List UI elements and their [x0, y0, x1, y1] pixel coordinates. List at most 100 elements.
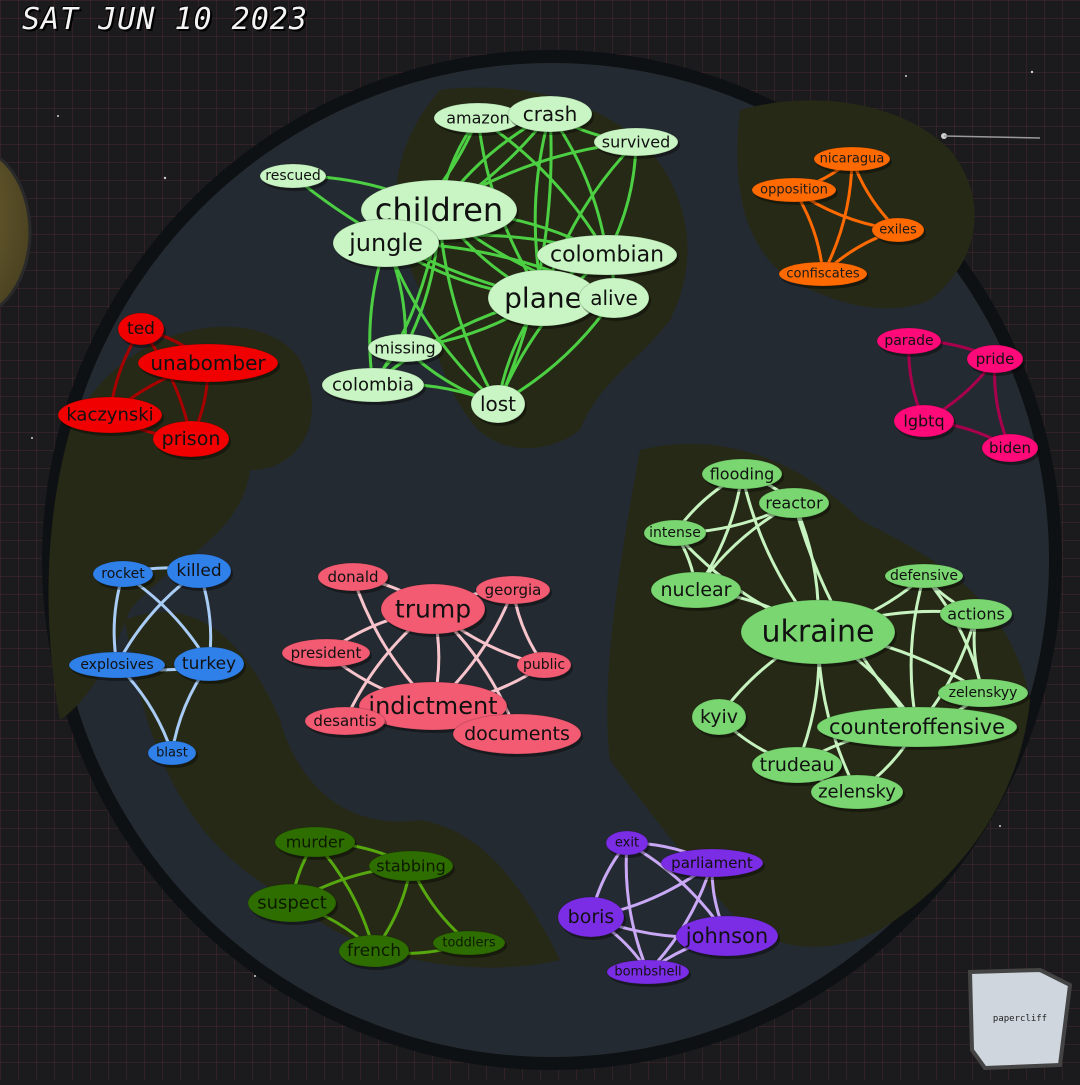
node-actions[interactable]: actions	[939, 598, 1014, 632]
node-label-colombia: colombia	[332, 375, 414, 396]
node-defensive[interactable]: defensive	[884, 563, 965, 591]
node-stabbing[interactable]: stabbing	[368, 850, 455, 884]
node-nuclear[interactable]: nuclear	[650, 571, 743, 611]
node-exit[interactable]: exit	[605, 830, 650, 858]
node-label-ted: ted	[127, 319, 155, 339]
node-crash[interactable]: crash	[507, 95, 594, 135]
node-french[interactable]: french	[338, 934, 411, 970]
node-toddlers[interactable]: toddlers	[432, 930, 507, 958]
node-lgbtq[interactable]: lgbtq	[893, 404, 956, 440]
node-colombia[interactable]: colombia	[321, 367, 426, 405]
node-georgia[interactable]: georgia	[475, 575, 552, 607]
node-bubble-counteroffensive	[816, 706, 1018, 748]
node-bubble-ukraine	[740, 599, 896, 665]
node-donald[interactable]: donald	[317, 562, 390, 594]
node-explosives[interactable]: explosives	[68, 651, 167, 681]
node-indictment[interactable]: indictment	[358, 681, 509, 733]
node-boris[interactable]: boris	[557, 896, 626, 940]
node-missing[interactable]: missing	[367, 333, 444, 365]
node-bubble-toddlers	[432, 930, 506, 956]
node-bubble-murder	[274, 826, 356, 858]
node-zelenskyy[interactable]: zelenskyy	[937, 678, 1030, 710]
node-jungle[interactable]: jungle	[332, 218, 441, 270]
node-trudeau[interactable]: trudeau	[751, 746, 844, 786]
node-bubble-biden	[981, 433, 1039, 463]
node-ukraine[interactable]: ukraine	[740, 599, 897, 667]
node-bubble-flooding	[701, 458, 783, 490]
node-suspect[interactable]: suspect	[247, 883, 338, 925]
node-exiles[interactable]: exiles	[871, 217, 926, 245]
node-confiscates[interactable]: confiscates	[778, 261, 869, 289]
node-label-toddlers: toddlers	[442, 936, 496, 951]
node-public[interactable]: public	[516, 651, 573, 681]
node-bubble-johnson	[675, 915, 779, 957]
node-kaczynski[interactable]: kaczynski	[57, 396, 164, 436]
node-parliament[interactable]: parliament	[660, 848, 765, 880]
node-desantis[interactable]: desantis	[304, 706, 387, 738]
node-pride[interactable]: pride	[966, 344, 1025, 376]
node-survived[interactable]: survived	[593, 127, 680, 159]
node-bubble-nicaragua	[813, 146, 891, 172]
node-bubble-boris	[557, 896, 625, 938]
node-bubble-president	[281, 638, 371, 668]
node-label-plane: plane	[504, 282, 582, 315]
node-bombshell[interactable]: bombshell	[606, 959, 691, 987]
shooting-star	[943, 135, 1041, 139]
node-counteroffensive[interactable]: counteroffensive	[816, 706, 1019, 750]
node-trump[interactable]: trump	[380, 583, 487, 637]
node-bubble-ted	[117, 312, 165, 346]
node-label-bombshell: bombshell	[614, 965, 681, 980]
node-murder[interactable]: murder	[274, 826, 357, 860]
node-zelensky[interactable]: zelensky	[810, 774, 905, 812]
node-prison[interactable]: prison	[152, 420, 231, 460]
node-flooding[interactable]: flooding	[701, 458, 784, 492]
node-label-alive: alive	[590, 286, 638, 310]
node-bubble-bombshell	[606, 959, 690, 985]
node-johnson[interactable]: johnson	[675, 915, 780, 959]
node-turkey[interactable]: turkey	[173, 646, 246, 684]
node-documents[interactable]: documents	[452, 713, 583, 757]
node-bubble-prison	[152, 420, 230, 458]
node-label-biden: biden	[989, 439, 1031, 457]
node-intense[interactable]: intense	[643, 519, 708, 549]
node-label-parliament: parliament	[671, 854, 753, 872]
node-opposition[interactable]: opposition	[751, 177, 838, 205]
node-biden[interactable]: biden	[981, 433, 1040, 465]
node-alive[interactable]: alive	[578, 277, 651, 321]
node-label-actions: actions	[947, 605, 1005, 624]
node-label-documents: documents	[464, 723, 570, 745]
node-lost[interactable]: lost	[470, 384, 527, 426]
node-blast[interactable]: blast	[147, 740, 198, 768]
node-bubble-desantis	[304, 706, 386, 736]
logo-shape	[967, 967, 1073, 1071]
node-president[interactable]: president	[281, 638, 372, 670]
node-unabomber[interactable]: unabomber	[137, 343, 280, 385]
node-parade[interactable]: parade	[876, 327, 943, 357]
node-amazon[interactable]: amazon	[433, 102, 524, 136]
node-kyiv[interactable]: kyiv	[691, 698, 748, 738]
node-plane[interactable]: plane	[487, 269, 600, 329]
node-rescued[interactable]: rescued	[259, 163, 328, 191]
node-bubble-intense	[643, 519, 707, 547]
node-label-counteroffensive: counteroffensive	[829, 715, 1005, 739]
node-bubble-colombia	[321, 367, 425, 403]
node-nicaragua[interactable]: nicaragua	[813, 146, 892, 174]
node-bubble-french	[338, 934, 410, 968]
node-bubble-public	[516, 651, 572, 679]
node-killed[interactable]: killed	[166, 553, 233, 591]
cluster-nodes-pride: parade pride lgbtq biden	[876, 327, 1040, 465]
node-bubble-colombian	[536, 234, 678, 276]
node-bubble-confiscates	[778, 261, 868, 287]
node-rocket[interactable]: rocket	[92, 560, 155, 590]
node-label-zelenskyy: zelenskyy	[949, 685, 1018, 701]
node-label-prison: prison	[162, 428, 221, 450]
node-colombian[interactable]: colombian	[536, 234, 679, 278]
node-reactor[interactable]: reactor	[758, 487, 831, 521]
node-ted[interactable]: ted	[117, 312, 166, 348]
node-label-opposition: opposition	[760, 183, 828, 198]
